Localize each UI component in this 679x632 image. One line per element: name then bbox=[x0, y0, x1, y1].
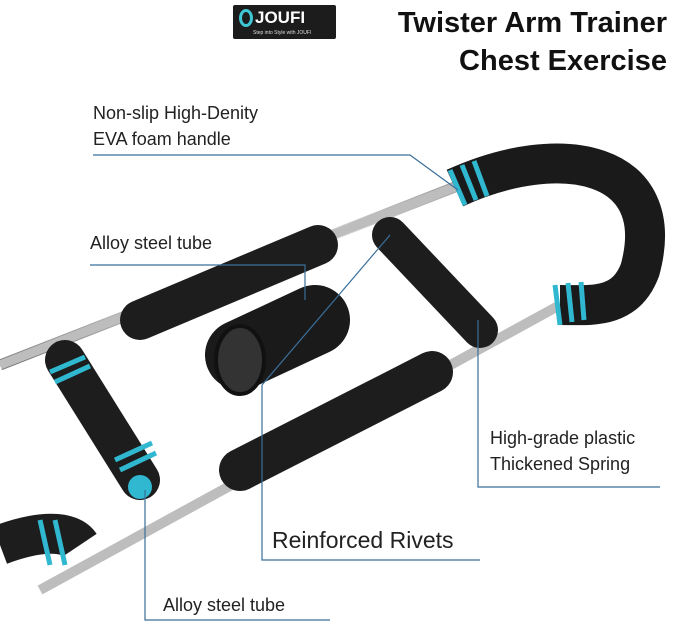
title-line-2: Chest Exercise bbox=[459, 45, 667, 77]
brand-logo: JOUFI Step into Style with JOUFI bbox=[233, 5, 336, 39]
callout-alloy-tube-top: Alloy steel tube bbox=[90, 233, 213, 253]
logo-tagline: Step into Style with JOUFI bbox=[253, 30, 312, 36]
leader-lines bbox=[90, 154, 660, 621]
left-foam-grip bbox=[45, 340, 160, 500]
logo-name: JOUFI bbox=[255, 8, 306, 27]
callout-foam-handle: Non-slip High-Denity EVA foam handle bbox=[93, 100, 258, 152]
title-line-1: Twister Arm Trainer bbox=[397, 7, 667, 39]
logo-mark-icon bbox=[239, 9, 253, 27]
page-title: Twister Arm Trainer Chest Exercise bbox=[398, 4, 667, 80]
accent-rings-top bbox=[447, 160, 587, 326]
callout-rivets: Reinforced Rivets bbox=[272, 527, 454, 553]
cross-grip bbox=[372, 217, 498, 348]
bottom-left-foam bbox=[0, 513, 97, 564]
callout-alloy-tube-bottom: Alloy steel tube bbox=[163, 595, 286, 615]
top-foam-grip bbox=[120, 225, 338, 340]
callout-line: Non-slip High-Denity bbox=[93, 103, 259, 123]
callout-spring: High-grade plastic Thickened Spring bbox=[490, 425, 635, 477]
callout-line: Thickened Spring bbox=[490, 454, 631, 474]
callout-line: EVA foam handle bbox=[93, 129, 231, 149]
u-foam-handle bbox=[446, 143, 665, 326]
callout-line: High-grade plastic bbox=[490, 428, 636, 448]
spring bbox=[205, 285, 350, 396]
bottom-foam-grip bbox=[219, 351, 453, 491]
